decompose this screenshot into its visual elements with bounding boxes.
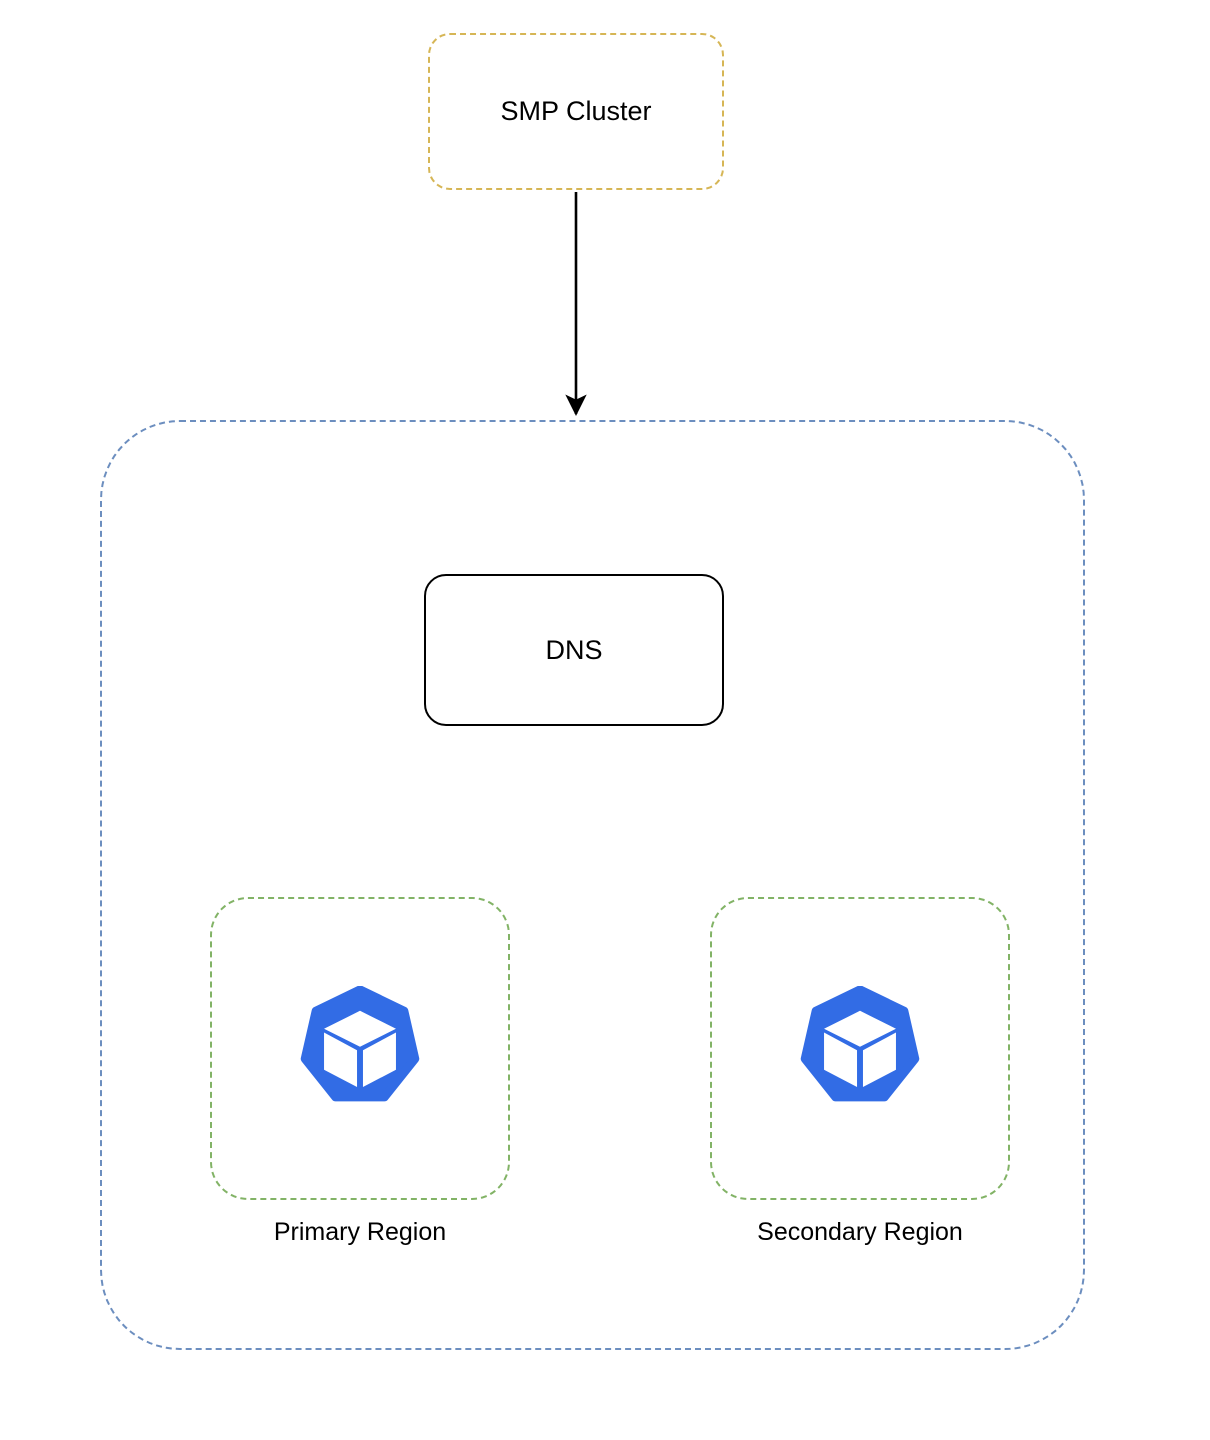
kubernetes-icon — [298, 985, 422, 1110]
node-dns[interactable]: DNS — [424, 574, 724, 726]
network-boundary-container[interactable] — [100, 420, 1085, 1350]
smp-cluster-label: SMP Cluster — [500, 96, 652, 127]
kubernetes-icon — [798, 985, 922, 1110]
primary-region-label: Primary Region — [273, 1218, 447, 1246]
node-smp-cluster[interactable]: SMP Cluster — [428, 33, 724, 190]
dns-label: DNS — [545, 634, 603, 665]
secondary-region-label: Secondary Region — [757, 1218, 963, 1246]
